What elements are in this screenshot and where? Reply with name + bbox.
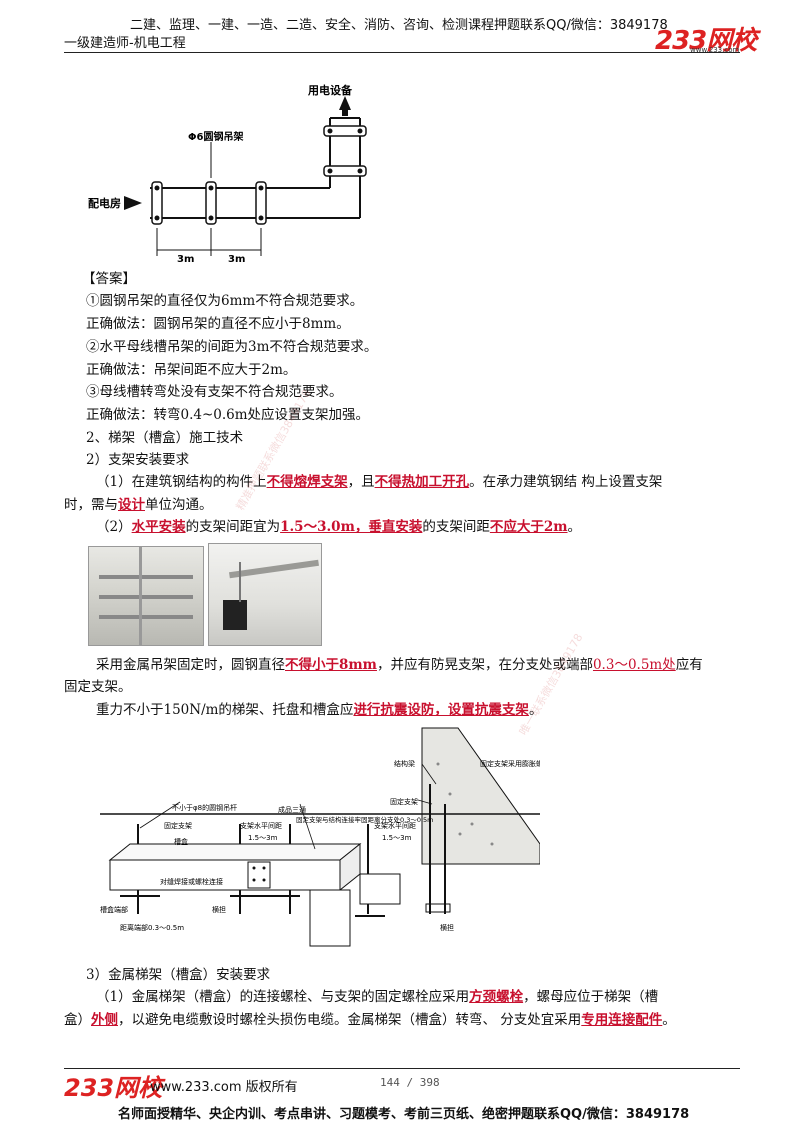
photo-cable-tray-room <box>88 546 204 646</box>
label-fixed-bracket: 固定支架 <box>390 797 418 806</box>
header-logo-url: www.233.com <box>690 46 740 54</box>
label-spacing-2: 支架水平间距 <box>374 821 416 830</box>
label-beam: 结构梁 <box>394 759 415 768</box>
label-hanger: Φ6圆钢吊架 <box>188 130 243 143</box>
dim-1: 3m <box>177 254 194 265</box>
section-3-heading: 3）金属梯架（槽盒）安装要求 <box>86 967 271 983</box>
label-joint: 对缝焊接或螺栓连接 <box>160 877 223 886</box>
paragraph-2: （2）水平安装的支架间距宜为1.5～3.0m，垂直安装的支架间距不应大于2m。 <box>96 519 582 535</box>
answer-line: ③母线槽转弯处没有支架不符合规范要求。 <box>86 384 343 400</box>
paragraph-3: 采用金属吊架固定时，圆钢直径不得小于8mm，并应有防晃支架，在分支处或端部0.3… <box>96 657 703 673</box>
footer-copyright: www.233.com 版权所有 <box>150 1080 298 1095</box>
answer-line: ①圆钢吊架的直径仅为6mm不符合规范要求。 <box>86 293 364 309</box>
answer-line: ②水平母线槽吊架的间距为3m不符合规范要求。 <box>86 339 378 355</box>
label-rod-fixed: 固定支架 <box>164 821 192 830</box>
label-rod: 不小于φ8的圆钢吊杆 <box>172 803 237 812</box>
label-end: 槽盒端部 <box>100 905 128 914</box>
label-crossarm: 横担 <box>212 905 226 914</box>
header-divider <box>64 52 740 53</box>
header-logo: 233网校 <box>655 26 757 56</box>
paragraph-5: （1）金属梯架（槽盒）的连接螺栓、与支架的固定螺栓应采用方颈螺栓，螺母应位于梯架… <box>96 989 659 1005</box>
header-contact-line: 二建、监理、一建、一造、二造、安全、消防、咨询、检测课程押题联系QQ/微信：38… <box>130 18 668 33</box>
label-tee: 成品三通 <box>278 805 306 814</box>
footer-divider <box>64 1068 740 1069</box>
label-tray: 槽盒 <box>174 837 188 846</box>
paragraph-1-cont: 时，需与设计单位沟通。 <box>64 497 213 513</box>
busway-hanger-diagram: 用电设备 Φ6圆钢吊架 配电房 3m 3m <box>88 83 367 265</box>
watermark: 唯一联系微信3849178 <box>516 631 586 738</box>
label-tee-note: 固定支架与结构连接牢固距离分支处0.3～0.5m <box>296 815 434 824</box>
paragraph-3-cont: 固定支架。 <box>64 679 132 695</box>
feed-arrow-icon <box>124 196 142 210</box>
label-spacing-1: 支架水平间距 <box>240 821 282 830</box>
label-spacing-2-val: 1.5～3m <box>382 834 412 842</box>
photo-hanger-install <box>208 543 322 646</box>
footer-logo: 233网校 <box>64 1074 163 1102</box>
answer-line: 正确做法：圆钢吊架的直径不应小于8mm。 <box>86 316 350 332</box>
label-crossarm-2: 横担 <box>440 923 454 932</box>
label-equipment: 用电设备 <box>308 83 353 97</box>
section-subheading: 2）支架安装要求 <box>86 452 190 468</box>
label-fixed-bracket-bolt: 固定支架采用膨胀螺栓与结构梁固定牢固 <box>480 759 540 768</box>
answer-line: 正确做法：转弯0.4~0.6m处应设置支架加强。 <box>86 407 370 423</box>
footer-contact-line: 名师面授精华、央企内训、考点串讲、习题模考、考前三页纸、绝密押题联系QQ/微信：… <box>118 1107 690 1122</box>
paragraph-4: 重力不小于150N/m的梯架、托盘和槽盒应进行抗震设防，设置抗震支架。 <box>96 702 543 718</box>
label-spacing-1-val: 1.5～3m <box>248 834 278 842</box>
paragraph-5-cont: 盒）外侧，以避免电缆敷设时螺栓头损伤电缆。金属梯架（槽盒）转弯、 分支处宜采用专… <box>64 1012 676 1028</box>
output-arrow-icon <box>339 96 351 110</box>
paragraph-1: （1）在建筑钢结构的构件上不得熔焊支架，且不得热加工开孔。在承力建筑钢结 构上设… <box>96 474 663 490</box>
page-number: 144 / 398 <box>380 1076 440 1089</box>
dim-2: 3m <box>228 254 245 265</box>
answer-line: 正确做法：吊架间距不应大于2m。 <box>86 362 297 378</box>
label-room: 配电房 <box>88 196 121 210</box>
tray-install-diagram: 结构梁 固定支架采用膨胀螺栓与结构梁固定牢固 固定支架 不小于φ8的圆钢吊杆 固… <box>100 727 540 947</box>
label-end-dist: 距离端部0.3～0.5m <box>120 923 184 932</box>
header-subtitle: 一级建造师-机电工程 <box>64 36 186 51</box>
section-heading: 2、梯架（槽盒）施工技术 <box>86 430 244 446</box>
answer-title: 【答案】 <box>82 271 136 287</box>
